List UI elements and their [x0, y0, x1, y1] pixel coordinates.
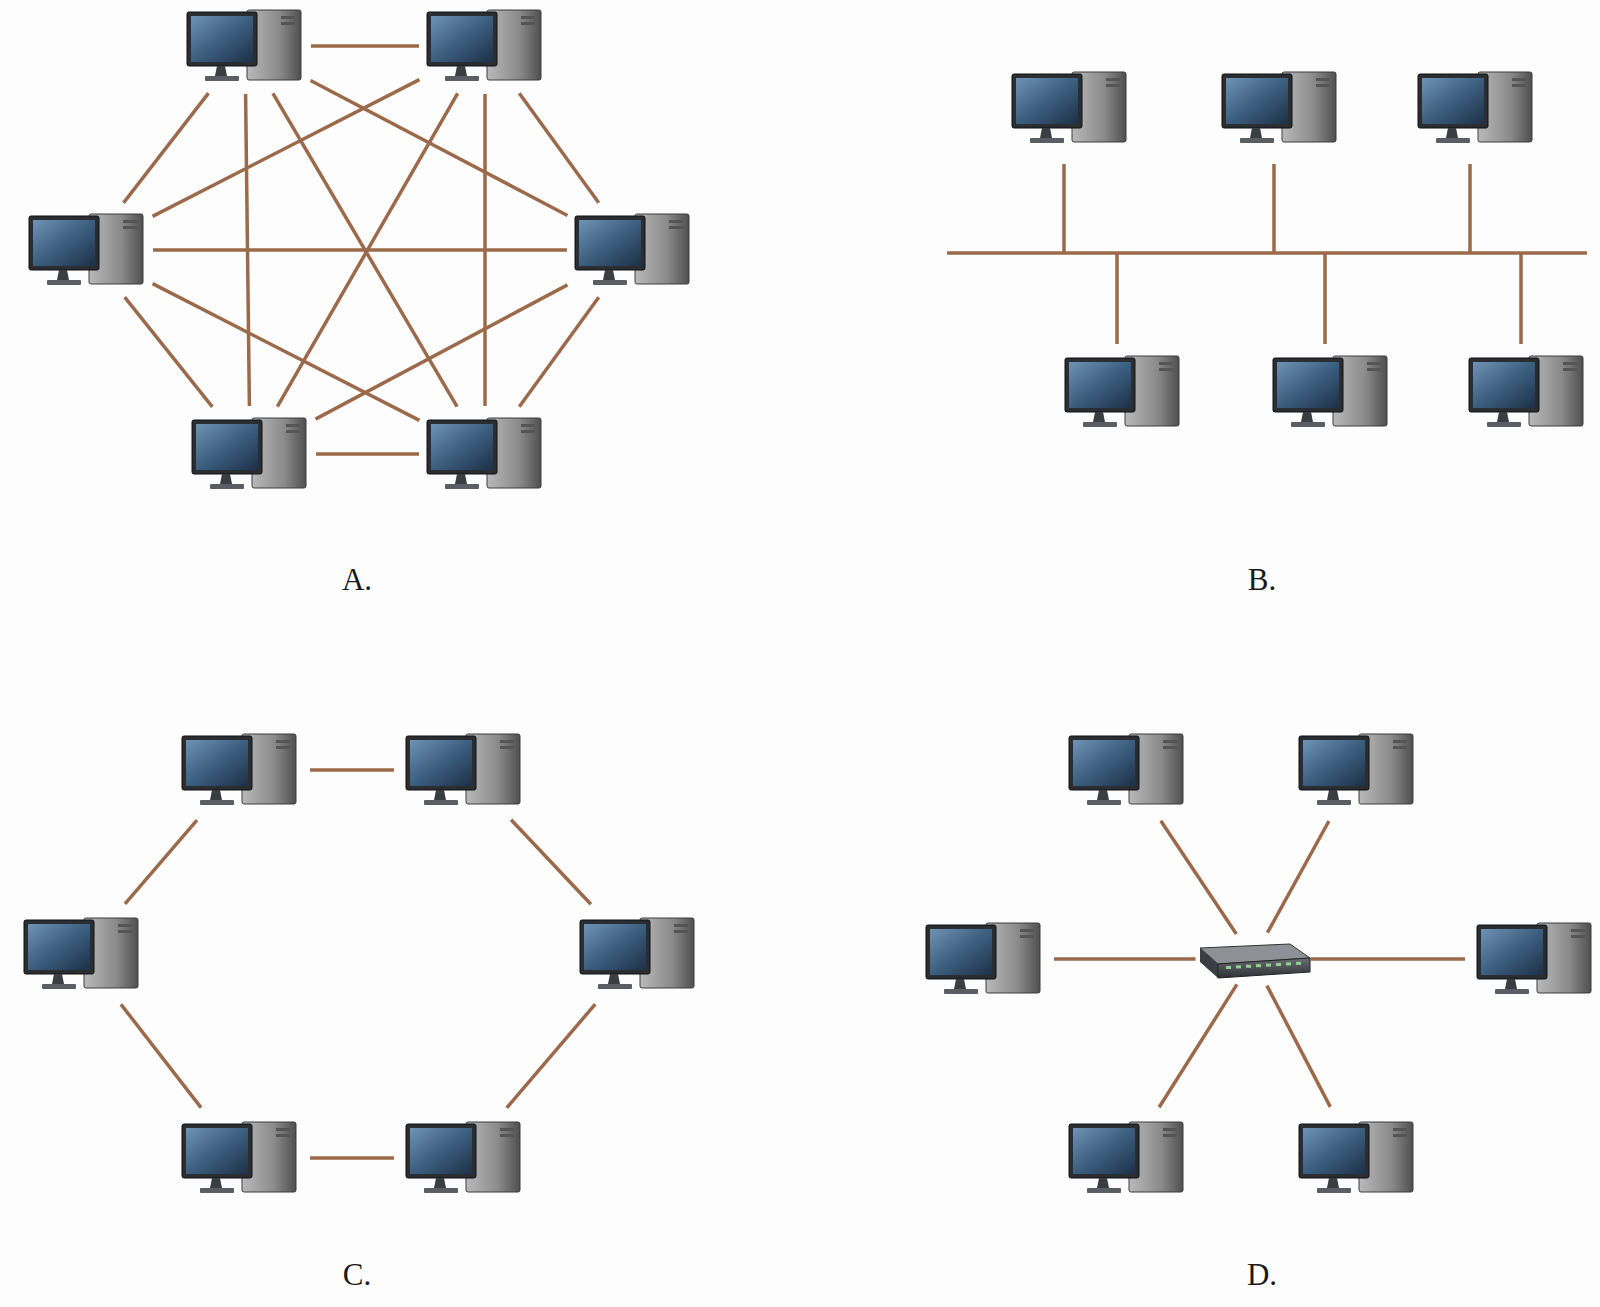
mesh-link — [316, 285, 568, 419]
computer-icon — [1418, 72, 1532, 143]
ring-link — [125, 820, 197, 904]
computer-icon — [427, 418, 541, 489]
computer-icon — [1069, 1122, 1183, 1193]
mesh-link — [153, 284, 420, 421]
mesh-link — [124, 93, 209, 203]
computer-icon — [24, 918, 138, 989]
bus-drop — [1468, 164, 1472, 253]
mesh-link — [311, 44, 419, 48]
computer-icon — [192, 418, 306, 489]
bus-drop — [1062, 164, 1066, 253]
computer-icon — [187, 10, 301, 81]
ring-link — [310, 1156, 394, 1160]
computer-icon — [1069, 734, 1183, 805]
computer-icon — [1477, 923, 1591, 994]
mesh-link — [153, 80, 420, 217]
computer-icon — [427, 10, 541, 81]
switch-icon — [1200, 944, 1310, 978]
ring-link — [121, 1004, 201, 1107]
star-link — [1311, 957, 1466, 961]
star-link — [1161, 821, 1237, 934]
computer-icon — [1299, 734, 1413, 805]
mesh-link — [519, 297, 598, 407]
figure-letter: C. — [343, 1257, 371, 1293]
computer-icon — [580, 918, 694, 989]
ring-link — [310, 768, 394, 772]
bus-drop — [1519, 253, 1523, 344]
mesh-link — [316, 452, 419, 456]
bus-drop — [1323, 253, 1327, 344]
mesh-link — [311, 80, 568, 215]
star-link — [1267, 986, 1330, 1107]
figure-letter: B. — [1248, 562, 1276, 598]
computer-icon — [575, 214, 689, 285]
figure-letter: D. — [1247, 1257, 1277, 1293]
computer-icon — [1065, 356, 1179, 427]
computer-icon — [1012, 72, 1126, 143]
bus-drop — [1115, 253, 1119, 344]
star-link — [1054, 957, 1196, 961]
computer-icon — [29, 214, 143, 285]
mesh-link — [519, 93, 598, 203]
computer-icon — [406, 1122, 520, 1193]
computer-icon — [182, 1122, 296, 1193]
computer-icon — [182, 734, 296, 805]
computer-icon — [1273, 356, 1387, 427]
ring-link — [511, 820, 591, 904]
computer-icon — [1222, 72, 1336, 143]
figure-letter: A. — [342, 562, 372, 598]
mesh-link — [153, 248, 567, 252]
ring-link — [507, 1004, 596, 1108]
computer-icon — [926, 923, 1040, 994]
computer-icon — [1299, 1122, 1413, 1193]
bus-backbone — [947, 251, 1587, 255]
star-link — [1159, 984, 1237, 1107]
computer-icon — [1469, 356, 1583, 427]
mesh-link — [125, 297, 213, 407]
star-link — [1267, 821, 1328, 933]
bus-drop — [1272, 164, 1276, 253]
computer-icon — [406, 734, 520, 805]
